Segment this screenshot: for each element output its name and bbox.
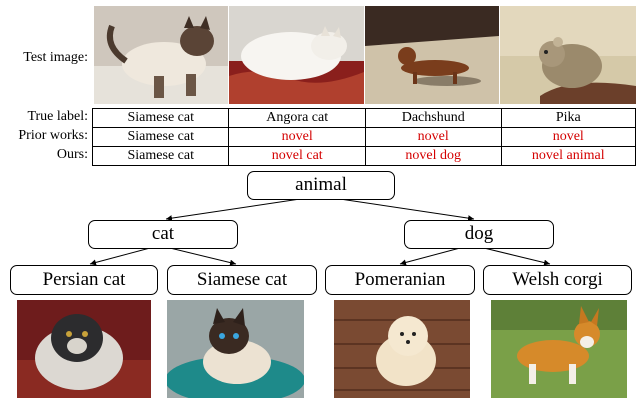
table-row: Siamese cat novel novel novel: [91, 127, 636, 147]
edge-cat-siamese: [169, 247, 237, 266]
true-label-row-label: True label:: [27, 109, 88, 124]
table-row: Siamese cat novel cat novel dog novel an…: [91, 146, 636, 166]
pomeranian-photo: [334, 300, 470, 398]
node-cat: cat: [88, 220, 238, 249]
table-cell: novel: [228, 127, 366, 147]
table-row: Siamese cat Angora cat Dachshund Pika: [91, 108, 636, 128]
node-siamese-cat: Siamese cat: [167, 265, 317, 295]
node-animal: animal: [247, 171, 395, 200]
table-cell: novel cat: [228, 146, 366, 166]
node-pomeranian: Pomeranian: [325, 265, 475, 295]
table-cell: novel dog: [364, 146, 502, 166]
table-cell: novel: [500, 127, 636, 147]
edge-dog-pomeranian: [399, 247, 461, 266]
table-cell: novel animal: [500, 146, 636, 166]
dachshund-photo: [365, 6, 499, 104]
table-cell: Angora cat: [228, 108, 366, 128]
table-cell: Pika: [500, 108, 636, 128]
edge-dog-corgi: [483, 247, 551, 266]
ours-row-label: Ours:: [56, 147, 88, 162]
angora-cat-photo: [229, 6, 364, 104]
edge-animal-cat: [165, 198, 301, 222]
table-cell: novel: [364, 127, 502, 147]
table-cell: Siamese cat: [91, 127, 230, 147]
siamese-cat-photo: [94, 6, 228, 104]
prior-works-row-label: Prior works:: [18, 128, 88, 143]
siamese-cat-leaf-photo: [167, 300, 304, 398]
welsh-corgi-photo: [491, 300, 627, 398]
edge-cat-persian: [89, 247, 151, 266]
edge-animal-dog: [339, 198, 475, 222]
table-cell: Siamese cat: [91, 146, 230, 166]
table-cell: Dachshund: [364, 108, 502, 128]
pika-photo: [500, 6, 636, 104]
node-welsh-corgi: Welsh corgi: [483, 265, 632, 295]
test-image-label: Test image:: [23, 50, 88, 65]
persian-cat-photo: [17, 300, 151, 398]
table-cell: Siamese cat: [91, 108, 230, 128]
label-comparison-table: Siamese cat Angora cat Dachshund Pika Si…: [91, 108, 636, 166]
node-persian-cat: Persian cat: [10, 265, 158, 295]
node-dog: dog: [404, 220, 554, 249]
